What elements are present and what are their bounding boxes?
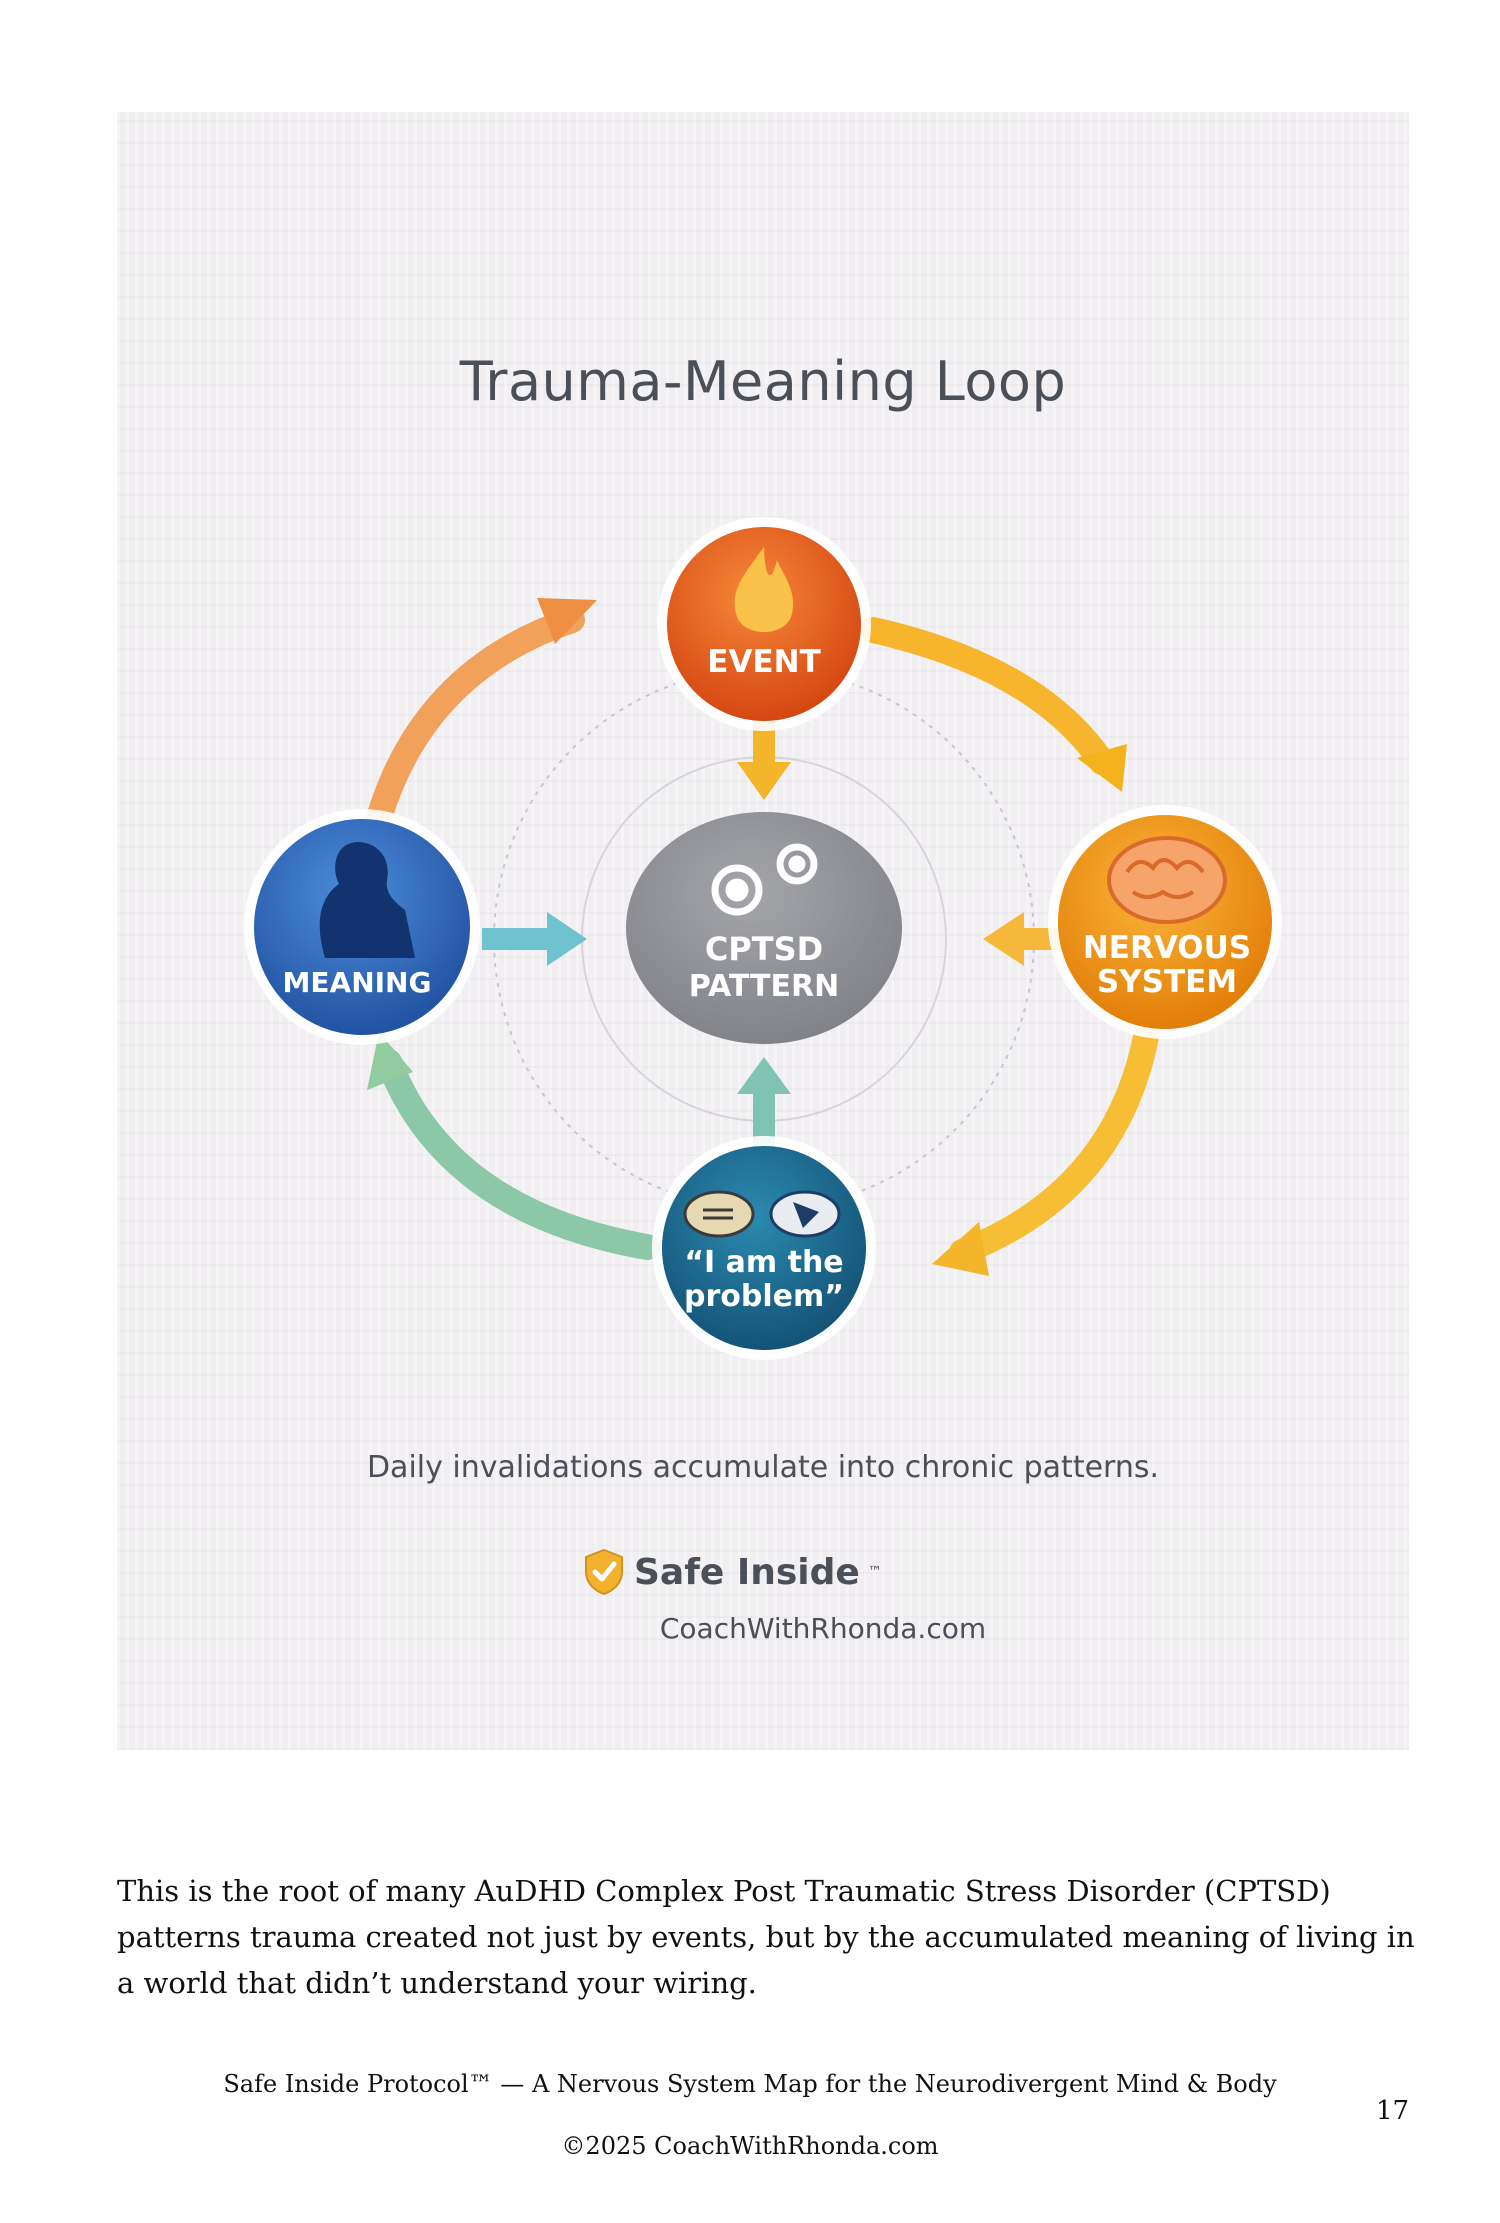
- arrow-meaning-to-center: [547, 912, 587, 966]
- footer-copyright: ©2025 CoachWithRhonda.com: [561, 2132, 939, 2160]
- arrow-meaning-to-event: [362, 607, 585, 845]
- arrow-belief-to-meaning: [376, 1049, 660, 1260]
- brand-name: Safe Inside: [634, 1551, 860, 1593]
- arrow-belief-to-center: [737, 1057, 791, 1094]
- arrowhead: [1077, 744, 1127, 792]
- infographic: Trauma-Meaning Loop: [117, 112, 1409, 1750]
- nervous-label-2: SYSTEM: [1097, 964, 1237, 1000]
- mirror-icon: [683, 1190, 841, 1238]
- shield-check-icon: [585, 1548, 623, 1596]
- loop-arrows: [362, 598, 1160, 1276]
- gears-icon: [711, 843, 818, 916]
- node-i-am-the-problem: “I am the problem”: [652, 1136, 876, 1360]
- brand-url: CoachWithRhonda.com: [659, 1612, 987, 1645]
- arrow-event-to-nervous: [860, 617, 1115, 775]
- arrow-nervous-to-belief: [949, 1019, 1160, 1265]
- figure-caption: Daily invalidations accumulate into chro…: [366, 1450, 1160, 1485]
- brand-tm: ™: [867, 1564, 882, 1580]
- meaning-label: MEANING: [283, 966, 432, 999]
- node-meaning: MEANING: [244, 809, 480, 1045]
- arrowhead: [367, 1032, 413, 1090]
- belief-label-2: problem”: [684, 1279, 844, 1314]
- node-cptsd-pattern: CPTSD PATTERN: [626, 812, 902, 1044]
- figure-title: Trauma-Meaning Loop: [459, 350, 1067, 413]
- arrowhead: [932, 1222, 989, 1276]
- node-event: EVENT: [657, 517, 871, 731]
- page-number: 17: [1376, 2096, 1410, 2126]
- arrow-nervous-to-center: [983, 912, 1024, 966]
- event-label: EVENT: [707, 644, 820, 680]
- body-paragraph: This is the root of many AuDHD Complex P…: [117, 1874, 1415, 2000]
- flame-icon: [734, 547, 794, 632]
- arrowhead: [537, 598, 597, 644]
- arrow-event-to-center: [737, 762, 791, 800]
- loop-diagram: CPTSD PATTERN EVENT NERVOUS SYSTEM: [244, 517, 1282, 1360]
- belief-label-1: “I am the: [684, 1245, 843, 1280]
- nervous-label-1: NERVOUS: [1083, 930, 1251, 966]
- person-head-in-hand-icon: [319, 842, 415, 958]
- safe-inside-logo: Safe Inside ™: [582, 1548, 882, 1596]
- node-nervous-system: NERVOUS SYSTEM: [1048, 805, 1282, 1039]
- footer-title: Safe Inside Protocol™ — A Nervous System…: [223, 2070, 1277, 2098]
- center-label-1: CPTSD: [705, 930, 823, 968]
- brain-icon: [1107, 836, 1227, 924]
- center-label-2: PATTERN: [689, 969, 839, 1004]
